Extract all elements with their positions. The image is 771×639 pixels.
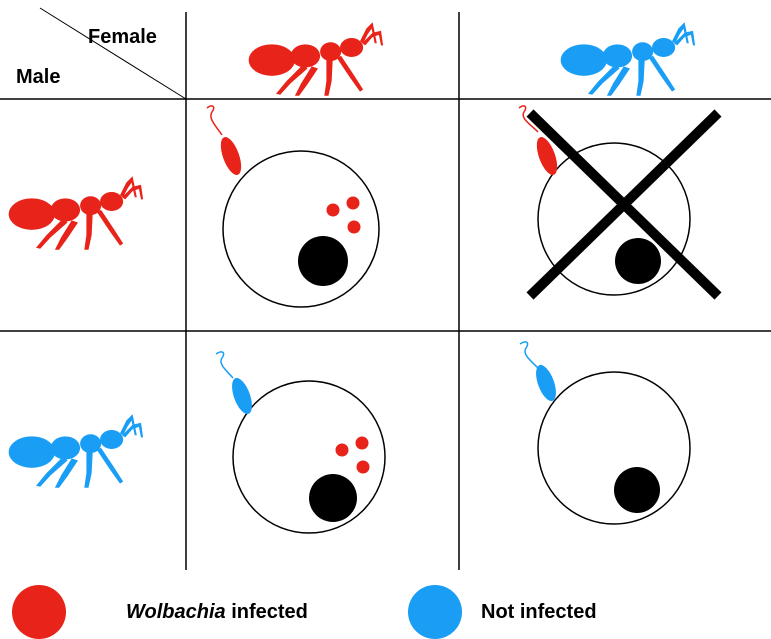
female-ant-uninfected <box>561 22 695 95</box>
female-ant-infected <box>249 22 383 95</box>
legend-infected-italic: Wolbachia <box>126 601 226 623</box>
bacterium-icon <box>217 134 246 177</box>
female-label: Female <box>88 26 157 49</box>
legend-infected-label: Wolbachia infected <box>126 601 308 624</box>
wolbachia-dot <box>347 197 360 210</box>
bacterium-icon <box>228 375 256 416</box>
nucleus <box>614 467 660 513</box>
wolbachia-dot <box>327 204 340 217</box>
male-ant-uninfected <box>9 414 143 488</box>
cell-uninfected-infected <box>216 352 385 533</box>
bacterium-flagellum <box>216 352 233 378</box>
egg-cell <box>233 381 385 533</box>
male-ant-infected <box>9 176 143 250</box>
wolbachia-dot <box>356 437 369 450</box>
legend-infected-suffix: infected <box>226 601 308 623</box>
legend-not-infected-swatch <box>408 585 462 639</box>
cell-infected-infected <box>207 106 379 307</box>
legend-not-infected-label: Not infected <box>481 601 597 624</box>
legend-infected-swatch <box>12 585 66 639</box>
wolbachia-dot <box>357 461 370 474</box>
nucleus <box>309 474 357 522</box>
cell-infected-uninfected <box>519 106 718 296</box>
bacterium-icon <box>532 362 560 403</box>
header-diagonal <box>40 8 186 99</box>
bacterium-flagellum <box>520 342 538 368</box>
nucleus <box>615 238 661 284</box>
wolbachia-dot <box>348 221 361 234</box>
wolbachia-dot <box>336 444 349 457</box>
egg-cell <box>538 372 690 524</box>
bacterium-flagellum <box>207 106 222 135</box>
nucleus <box>298 236 348 286</box>
male-label: Male <box>16 66 60 89</box>
cell-uninfected-uninfected <box>520 342 690 524</box>
